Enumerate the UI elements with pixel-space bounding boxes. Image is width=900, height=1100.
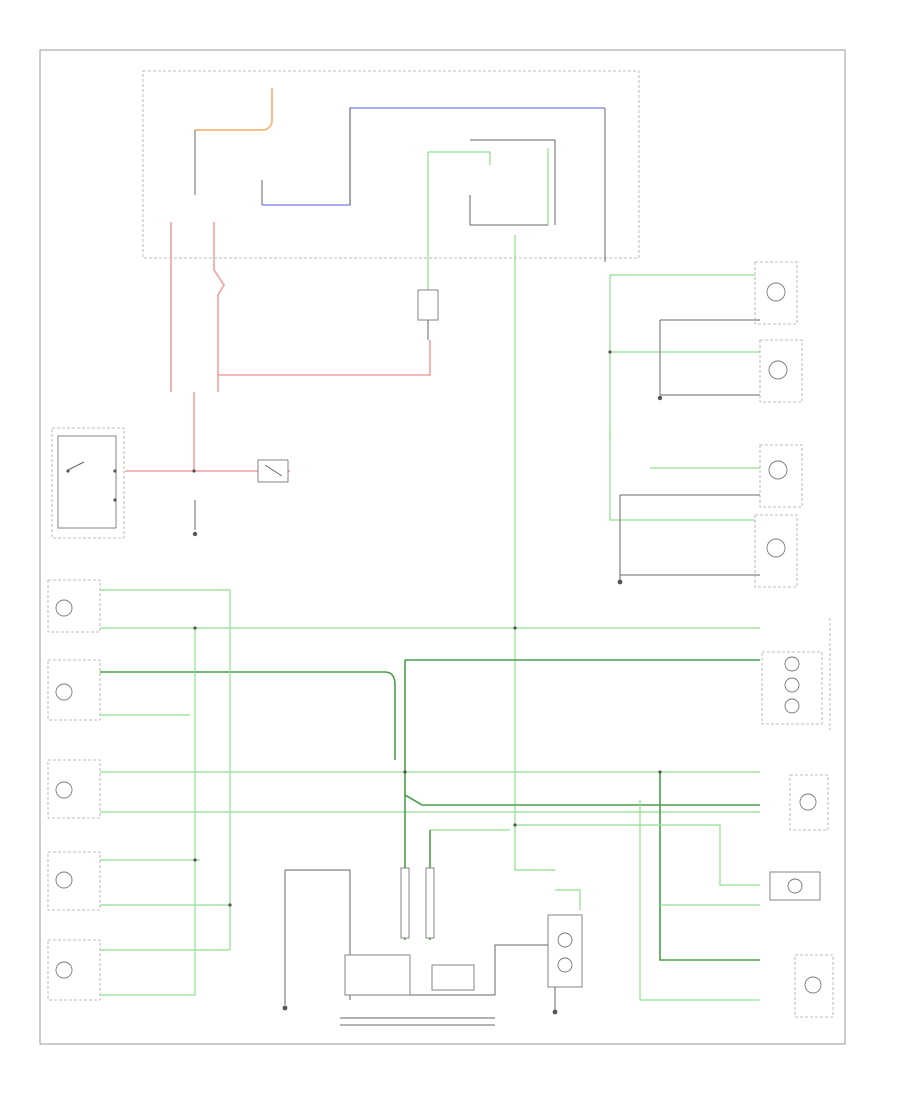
lower-right-lights <box>769 774 834 1018</box>
green-bus-lines <box>100 589 760 1001</box>
right-instrument-lights <box>754 261 803 588</box>
dimmer-switch <box>257 459 289 483</box>
fuse-box-outline <box>142 70 640 259</box>
cigarette-lighter <box>547 914 583 988</box>
ground-symbols <box>192 395 663 1015</box>
connector-blocks <box>400 867 435 939</box>
heater-control <box>344 954 475 996</box>
right-panel-wiring <box>609 274 760 580</box>
red-power-wires <box>125 222 431 472</box>
splice-dots <box>192 350 662 907</box>
fuse-box-wiring <box>194 88 606 262</box>
diagram-frame <box>39 49 846 1045</box>
bottom-black-wiring <box>194 500 556 1026</box>
green-fuse-column <box>427 232 555 871</box>
left-illumination-bulbs <box>47 579 101 1001</box>
relay-module <box>417 289 439 340</box>
cluster-bulbs <box>761 651 823 725</box>
headlight-switch <box>51 427 125 539</box>
